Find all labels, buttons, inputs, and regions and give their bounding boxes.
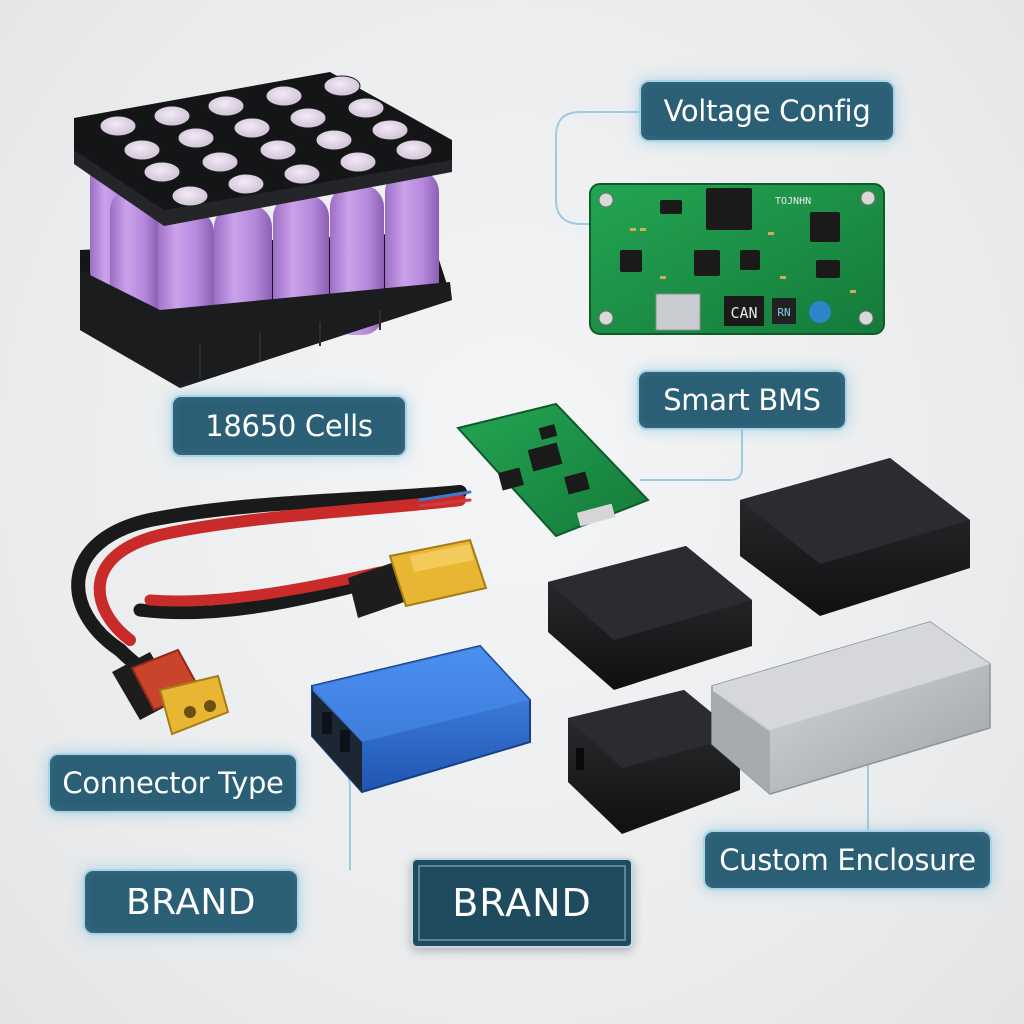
- label-smart-bms: Smart BMS: [637, 370, 847, 430]
- label-voltage-config: Voltage Config: [639, 80, 895, 142]
- blue-battery-pack: [311, 644, 531, 794]
- label-18650-cells: 18650 Cells: [171, 395, 407, 457]
- pcb-small: [456, 402, 650, 538]
- pcb-large-mount-holes: [598, 190, 876, 326]
- enclosure-medium: [548, 546, 752, 690]
- pcb-large-silkscreen: TOJNHN: [775, 196, 811, 207]
- enclosure-aluminum: [711, 621, 991, 795]
- pcb-large-components: [630, 228, 856, 293]
- enclosure-small: [568, 690, 740, 834]
- xt-connector-male: [348, 538, 488, 618]
- pcb-large: CAN RN TOJNHN: [589, 183, 885, 335]
- enclosure-large: [740, 458, 970, 616]
- label-connector-type: Connector Type: [48, 753, 298, 813]
- pcb-small-chips: [498, 424, 590, 495]
- pcb-large-chips: [620, 188, 840, 278]
- label-brand: BRAND: [83, 869, 299, 935]
- pcb-large-usb-port: [655, 293, 701, 331]
- voltage-config-leader: [555, 111, 640, 225]
- cell-holder-bottom-front: [80, 270, 452, 388]
- pcb-large-can-chip: [724, 296, 764, 326]
- pcb-small-connector: [576, 503, 616, 527]
- pcb-large-bluetooth-module: [809, 301, 831, 323]
- xt-connector-female: [112, 648, 230, 736]
- pcb-large-rn-chip: [772, 298, 796, 324]
- cell-pack: [74, 72, 452, 388]
- label-custom-enclosure: Custom Enclosure: [703, 830, 992, 890]
- brand-nameplate: BRAND: [411, 858, 633, 948]
- cell-caps: [99, 75, 433, 207]
- smart-bms-leader: [640, 428, 743, 481]
- pcb-large-can-text: CAN: [730, 304, 757, 322]
- pcb-large-rn-text: RN: [777, 306, 790, 319]
- cell-holder-bottom-ribs: [199, 310, 381, 378]
